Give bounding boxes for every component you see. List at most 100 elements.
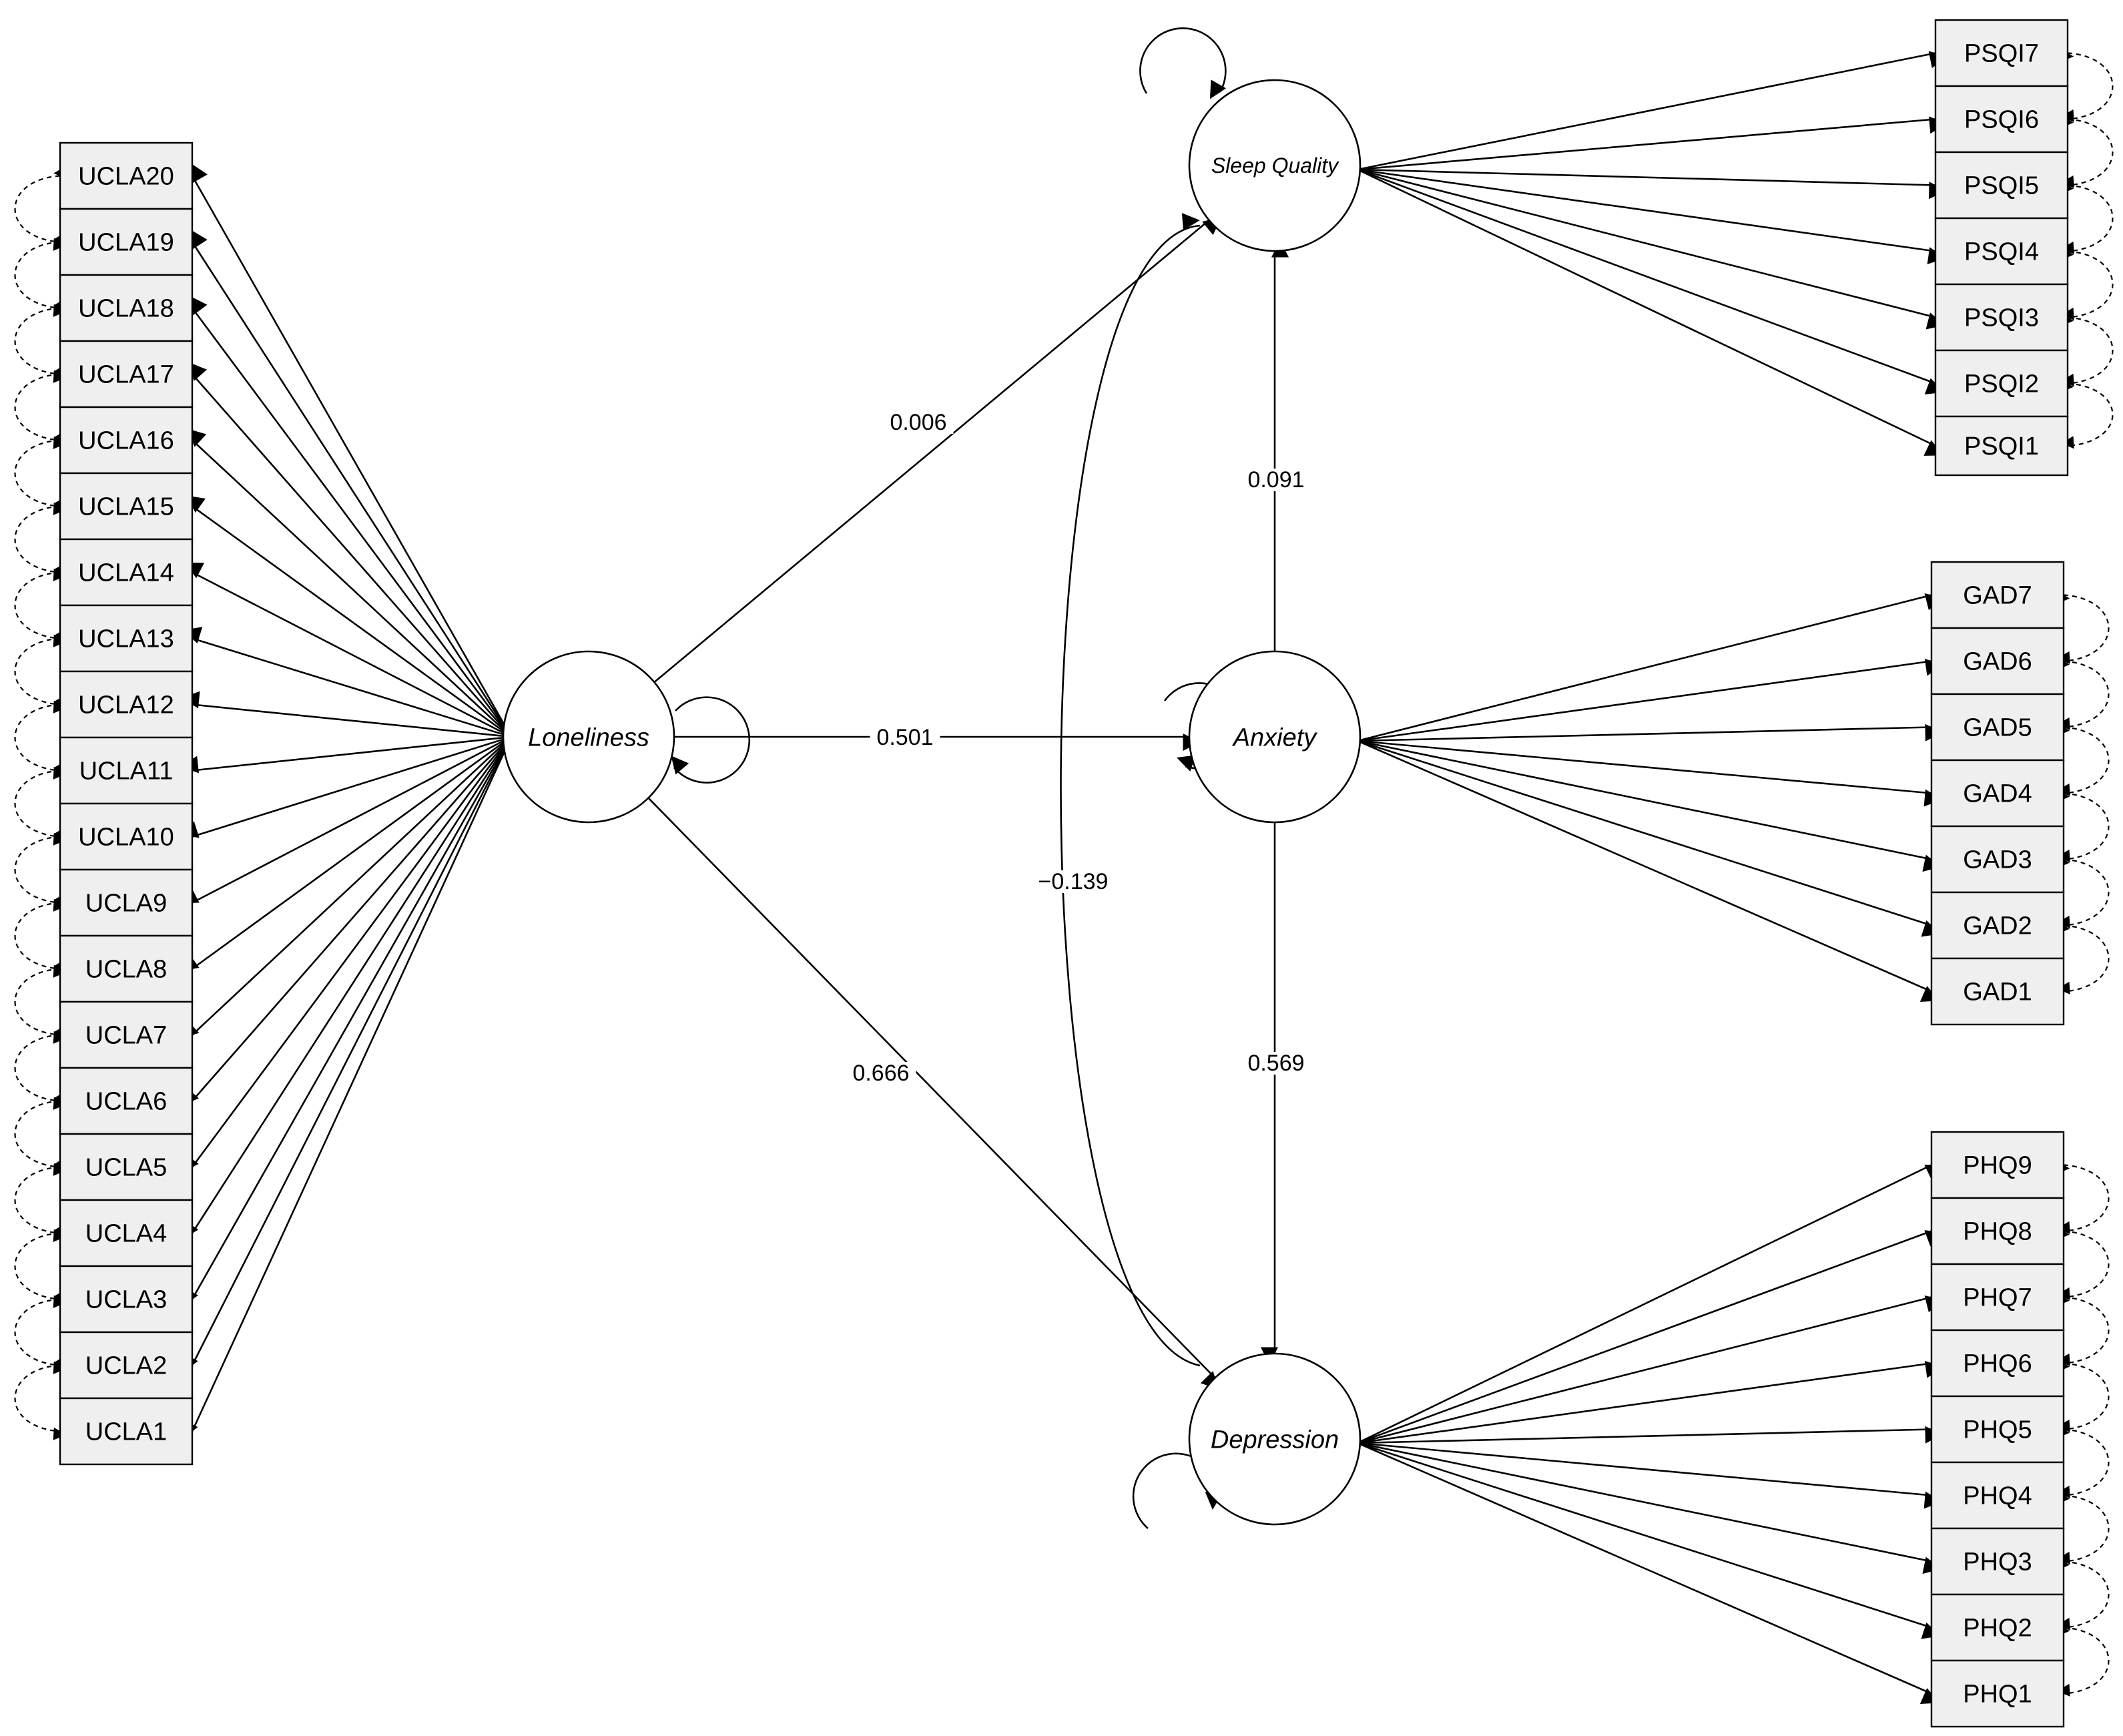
indicator-ucla7-label: UCLA7: [85, 1022, 168, 1050]
indicator-psqi5-box: [1934, 151, 2069, 220]
indicator-gad6-box: [1930, 627, 2065, 695]
coefficient-anxiety-depression-bg: [1241, 1052, 1311, 1075]
disturbance-loop-sleep: [1139, 27, 1227, 99]
indicator-psqi6-box: [1934, 85, 2069, 154]
loading-anxiety-gad2: [1357, 740, 1941, 937]
residual-covariance-depression-6: [2056, 1491, 2110, 1564]
indicator-phq9-label: PHQ9: [1963, 1152, 2032, 1180]
loading-anxiety-gad5: [1357, 724, 1943, 742]
residual-covariance-loneliness-5: [14, 430, 67, 515]
indicator-ucla8-label: UCLA8: [85, 956, 168, 984]
loading-loneliness-ucla7: [180, 736, 512, 1039]
latent-loneliness-circle: [502, 650, 675, 824]
loading-loneliness-ucla3: [182, 736, 513, 1306]
residual-covariance-loneliness-7: [14, 562, 67, 647]
residual-covariance-loneliness-8: [14, 628, 67, 713]
residual-covariance-sleep-5: [2060, 313, 2114, 386]
residual-covariance-anxiety-1: [2056, 591, 2110, 664]
indicator-ucla11-label: UCLA11: [79, 758, 174, 786]
loading-loneliness-ucla12: [182, 691, 512, 738]
loading-loneliness-ucla18: [190, 296, 513, 738]
loading-loneliness-ucla17: [189, 362, 512, 738]
indicator-psqi3-box: [1934, 283, 2069, 352]
loading-loneliness-ucla20: [191, 164, 513, 738]
indicator-psqi1-label: PSQI1: [1964, 432, 2039, 461]
loading-anxiety-gad3: [1357, 740, 1941, 872]
loading-depression-phq9: [1357, 1164, 1944, 1444]
loading-loneliness-ucla2: [182, 736, 513, 1373]
coefficient-loneliness-sleep-bg: [883, 411, 954, 434]
indicator-phq2-box: [1930, 1593, 2065, 1662]
indicator-psqi1-box: [1934, 415, 2069, 477]
indicator-ucla2-box: [59, 1331, 194, 1400]
indicator-ucla20-label: UCLA20: [78, 163, 174, 191]
indicator-ucla18-box: [59, 274, 194, 342]
indicator-ucla14-label: UCLA14: [78, 559, 174, 587]
loading-anxiety-gad4: [1357, 740, 1942, 807]
disturbance-loop-loneliness: [671, 696, 751, 784]
indicator-phq7-box: [1930, 1263, 2065, 1332]
loading-sleep-psqi5: [1357, 168, 1947, 200]
indicator-gad7-label: GAD7: [1963, 582, 2032, 610]
indicator-psqi4-label: PSQI4: [1964, 238, 2039, 266]
indicator-gad3-box: [1930, 825, 2065, 894]
indicator-gad6-label: GAD6: [1963, 648, 2032, 676]
loading-anxiety-gad1: [1357, 740, 1939, 1002]
indicator-phq5-box: [1930, 1395, 2065, 1464]
coefficient-loneliness-depression-bg: [846, 1062, 916, 1085]
latent-loneliness-label: Loneliness: [528, 724, 649, 752]
indicator-phq1-label: PHQ1: [1963, 1681, 2032, 1709]
latent-sleep-circle: [1188, 79, 1361, 252]
indicator-ucla5-label: UCLA5: [85, 1154, 168, 1182]
indicator-ucla17-box: [59, 340, 194, 408]
loading-sleep-psqi2: [1357, 168, 1944, 394]
loading-depression-phq8: [1357, 1230, 1944, 1444]
indicator-gad2-label: GAD2: [1963, 912, 2032, 940]
residual-covariance-loneliness-2: [14, 232, 67, 317]
loading-depression-phq5: [1357, 1426, 1943, 1444]
loading-loneliness-ucla13: [183, 627, 512, 738]
indicator-ucla10-label: UCLA10: [78, 824, 174, 852]
loading-loneliness-ucla6: [181, 736, 512, 1106]
indicator-phq8-box: [1930, 1197, 2065, 1265]
residual-covariance-depression-4: [2056, 1359, 2110, 1432]
residual-covariance-loneliness-9: [14, 694, 67, 780]
factor-loadings: [180, 51, 1947, 1704]
loading-sleep-psqi7: [1357, 51, 1947, 171]
residual-covariance-sleep-3: [2060, 181, 2114, 254]
indicator-ucla1-box: [59, 1397, 194, 1466]
loading-loneliness-ucla10: [180, 736, 512, 838]
indicator-phq2-label: PHQ2: [1963, 1615, 2032, 1643]
loading-sleep-psqi3: [1357, 168, 1945, 330]
residual-covariance-anxiety-4: [2056, 789, 2110, 862]
residual-covariance-loneliness-3: [14, 298, 67, 383]
indicator-ucla7-box: [59, 1000, 194, 1069]
indicator-ucla9-box: [59, 868, 194, 937]
loading-loneliness-ucla4: [182, 736, 513, 1240]
indicator-ucla1-label: UCLA1: [85, 1418, 168, 1446]
covariance-depression-sleep: [1060, 213, 1201, 1367]
loading-depression-phq1: [1357, 1442, 1939, 1704]
residual-covariance-loneliness-4: [14, 364, 67, 449]
loading-anxiety-gad7: [1357, 593, 1943, 742]
indicator-gad5-label: GAD5: [1963, 714, 2032, 742]
indicator-gad2-box: [1930, 891, 2065, 960]
indicator-phq8-label: PHQ8: [1963, 1218, 2032, 1246]
indicator-ucla6-label: UCLA6: [85, 1088, 168, 1116]
indicator-phq6-box: [1930, 1329, 2065, 1398]
indicator-ucla8-box: [59, 934, 194, 1003]
coefficient-depression-sleep: −0.139: [1038, 869, 1109, 894]
residual-covariance-loneliness-12: [14, 892, 67, 978]
loading-loneliness-ucla5: [181, 736, 513, 1173]
indicator-ucla16-box: [59, 406, 194, 475]
residual-covariance-sleep-2: [2060, 115, 2114, 188]
loading-loneliness-ucla11: [180, 736, 512, 774]
coefficient-anxiety-sleep-bg: [1241, 469, 1311, 491]
indicator-ucla18-label: UCLA18: [78, 295, 174, 323]
indicator-ucla14-box: [59, 538, 194, 607]
loading-depression-phq2: [1357, 1442, 1941, 1639]
indicator-ucla6-box: [59, 1067, 194, 1135]
residual-covariance-loneliness-6: [14, 496, 67, 581]
indicator-ucla20-box: [59, 141, 194, 210]
